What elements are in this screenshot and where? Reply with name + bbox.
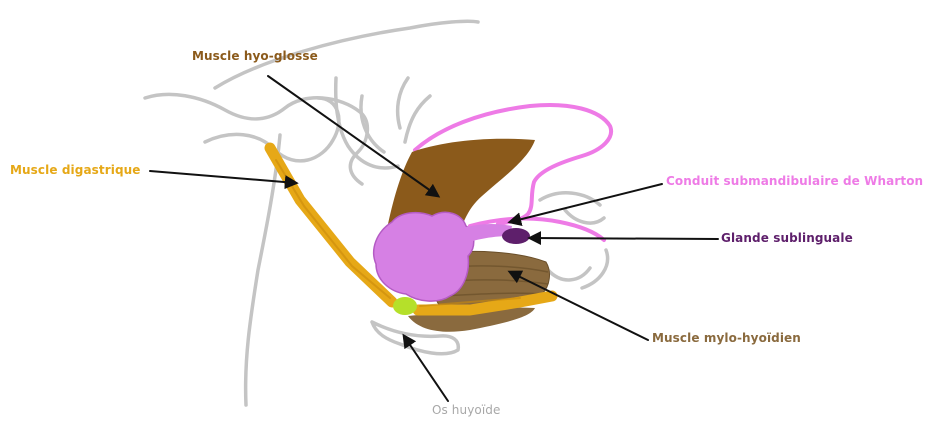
arrow-mylo (510, 272, 648, 340)
label-sublinguale: Glande sublinguale (721, 231, 853, 245)
sublinguale-gland (502, 228, 530, 244)
label-mylo-hyoidien: Muscle mylo-hyoïdien (652, 331, 801, 345)
label-os-hyoide: Os huyoïde (432, 403, 501, 417)
submandibular-gland (374, 212, 474, 301)
intermediate-tendon (393, 297, 417, 315)
arrow-hyoide (404, 336, 448, 401)
label-digastrique: Muscle digastrique (10, 163, 141, 177)
anatomy-outline (145, 21, 608, 405)
label-hyoglosse: Muscle hyo-glosse (192, 49, 318, 63)
label-wharton: Conduit submandibulaire de Wharton (666, 174, 923, 188)
arrow-sublinguale (530, 238, 718, 239)
